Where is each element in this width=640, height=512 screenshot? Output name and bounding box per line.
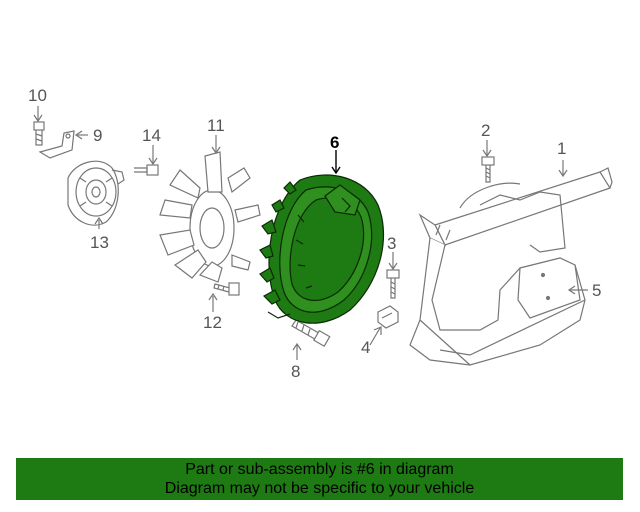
bolt-part-3[interactable]: [386, 269, 400, 299]
parts-diagram: 1 2 3 4 5 6 8 9 10 11 12 13 14: [28, 86, 613, 381]
fan-shroud-part-6-highlighted[interactable]: [259, 174, 385, 324]
bolt-part-8[interactable]: [291, 319, 331, 348]
banner-line-disclaimer: Diagram may not be specific to your vehi…: [164, 480, 475, 497]
callout-13: 13: [90, 233, 109, 252]
callout-14: 14: [142, 126, 161, 145]
callout-3: 3: [387, 234, 396, 253]
banner-line-part-note: Part or sub-assembly is #6 in diagram: [185, 461, 454, 478]
callout-2: 2: [481, 121, 490, 140]
radiator-shroud-part[interactable]: [409, 167, 613, 366]
callout-12: 12: [203, 313, 222, 332]
callout-9: 9: [93, 126, 102, 145]
clip-part-4[interactable]: [377, 305, 399, 329]
leader-line-6: [331, 150, 341, 175]
callout-8: 8: [291, 362, 300, 381]
callout-10: 10: [28, 86, 47, 105]
leader-lines: [33, 106, 588, 360]
callout-5: 5: [592, 281, 601, 300]
fan-blade-part-11[interactable]: [159, 151, 261, 283]
bolt-part-12[interactable]: [213, 282, 240, 296]
fan-clutch-part-13[interactable]: [67, 160, 125, 226]
callout-1: 1: [557, 139, 566, 158]
bolt-part-10[interactable]: [33, 121, 45, 146]
callout-11: 11: [207, 116, 225, 135]
bolt-part-14[interactable]: [134, 164, 159, 176]
bracket-part-9[interactable]: [38, 130, 75, 159]
callout-6: 6: [330, 133, 339, 152]
bolt-part-2[interactable]: [481, 156, 495, 183]
info-banner: Part or sub-assembly is #6 in diagram Di…: [16, 458, 623, 500]
callout-4: 4: [361, 338, 370, 357]
